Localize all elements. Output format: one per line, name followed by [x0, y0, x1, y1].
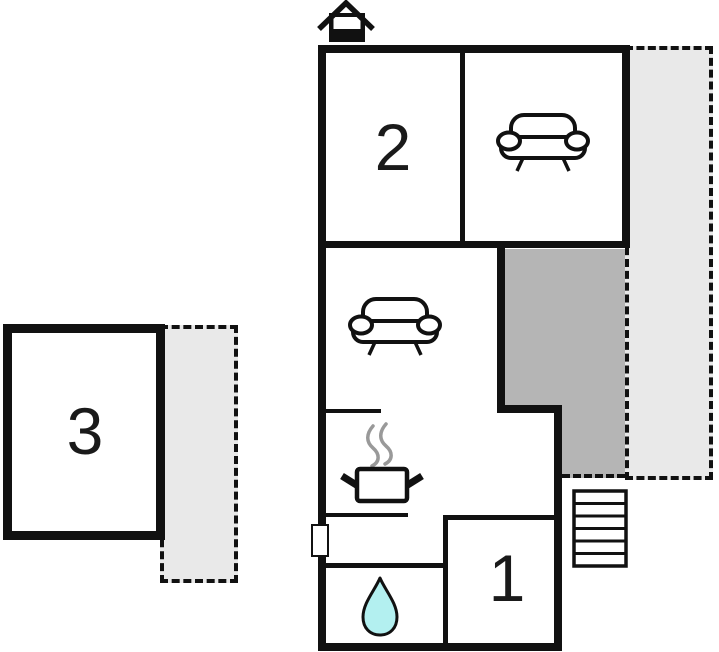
terrace-area-lower	[562, 413, 625, 478]
wall-kitchen-lower	[326, 513, 408, 517]
wall-room3-top	[3, 324, 165, 333]
wall-right-lower	[554, 405, 562, 651]
cooking-pot-icon	[340, 422, 424, 504]
wall-bottom	[318, 643, 562, 651]
wall-kitchen-upper	[326, 409, 381, 413]
wall-room2-divider	[460, 53, 465, 243]
wall-room1-top	[443, 515, 558, 520]
wall-room1-left	[443, 515, 448, 645]
room-1-label: 1	[488, 541, 526, 615]
wall-mid-vertical	[497, 241, 505, 411]
house-icon	[317, 0, 375, 42]
sofa-icon	[496, 113, 590, 172]
wall-room3-right	[156, 324, 165, 540]
window-marker	[311, 524, 329, 557]
wall-step	[497, 405, 562, 413]
room-3-label: 3	[66, 394, 104, 468]
wall-room3-bottom	[3, 531, 165, 540]
stairs-icon	[572, 489, 628, 568]
water-drop-icon	[361, 576, 399, 637]
steam-icon	[379, 422, 393, 466]
terrace-area-upper	[505, 249, 625, 413]
room-2-label: 2	[374, 110, 412, 184]
wall-left	[318, 45, 326, 651]
wall-room3-left	[3, 324, 12, 540]
sofa-icon	[348, 297, 442, 356]
dashed-annex-area-right	[625, 46, 713, 480]
wall-mid-horizontal	[318, 241, 630, 248]
steam-icon	[366, 424, 380, 468]
dashed-annex-area-left	[160, 325, 238, 583]
wall-top	[318, 45, 630, 53]
wall-right-upper	[622, 45, 630, 248]
wall-bathroom-top	[318, 563, 443, 568]
